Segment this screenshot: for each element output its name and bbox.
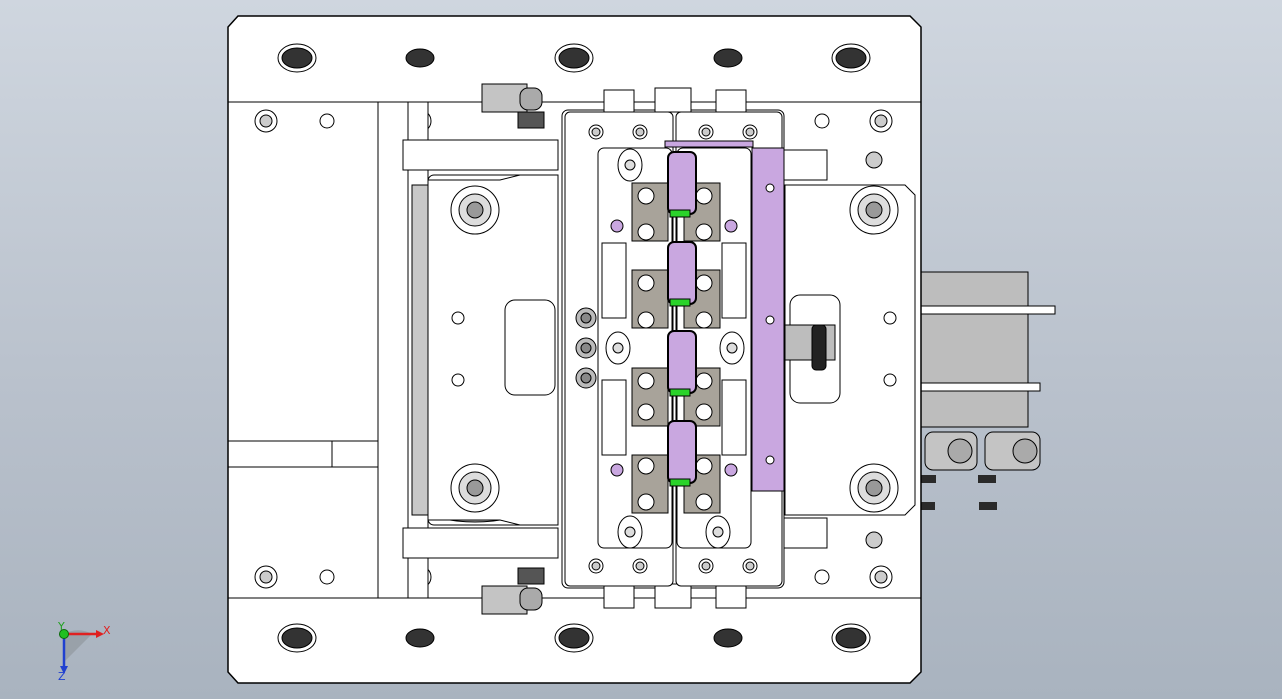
bottom-elbow-fitting [481,567,545,615]
top-slots [277,43,871,73]
cavity-station-2 [631,241,721,329]
cavity-station-1 [631,151,721,242]
right-cylinder-body [914,271,1029,428]
y-axis-dot [59,629,69,639]
axis-triad: X Y Z [57,620,111,683]
right-rod-bottom [914,382,1041,392]
left-slider [402,101,559,599]
cavity-station-4 [631,420,721,514]
right-slider [781,149,916,549]
z-axis-arrow [60,666,68,674]
z-axis-label: Z [58,670,66,683]
right-rod-top [914,305,1056,315]
y-axis-label: Y [57,620,65,633]
x-axis-arrow [96,630,104,638]
x-axis-label: X [103,624,111,637]
sub-plate [228,101,921,599]
cavity-stations [631,151,721,514]
top-elbow-fitting [481,83,545,129]
triad-shadow [64,630,92,662]
bottom-slots [277,623,871,653]
cavity-station-3 [631,330,721,427]
